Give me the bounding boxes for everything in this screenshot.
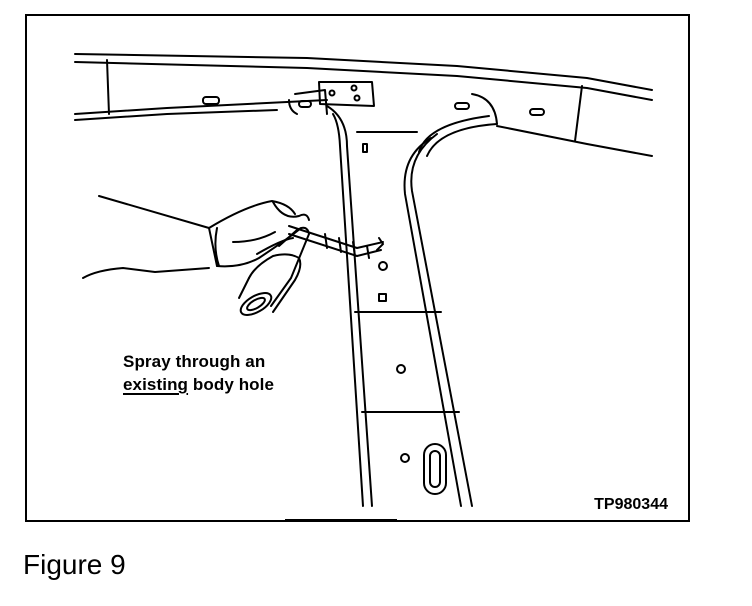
- callout-line-2: existing body hole: [123, 373, 274, 396]
- figure-frame: Spray through an existing body hole TP98…: [25, 14, 690, 522]
- callout-label: Spray through an existing body hole: [123, 350, 274, 396]
- roof-rail: [74, 53, 653, 157]
- callout-emphasis: existing: [123, 375, 189, 394]
- reference-code: TP980344: [594, 496, 668, 513]
- body-holes: [202, 96, 545, 495]
- spray-can-hand: [82, 195, 384, 316]
- callout-line-1: Spray through an: [123, 352, 266, 371]
- callout-line-2-rest: body hole: [188, 375, 275, 394]
- figure-caption: Figure 9: [23, 549, 126, 580]
- bracket: [318, 81, 375, 107]
- pillar-illustration: [74, 53, 653, 507]
- frame-underline: [285, 519, 397, 522]
- pillar-body: [288, 89, 498, 507]
